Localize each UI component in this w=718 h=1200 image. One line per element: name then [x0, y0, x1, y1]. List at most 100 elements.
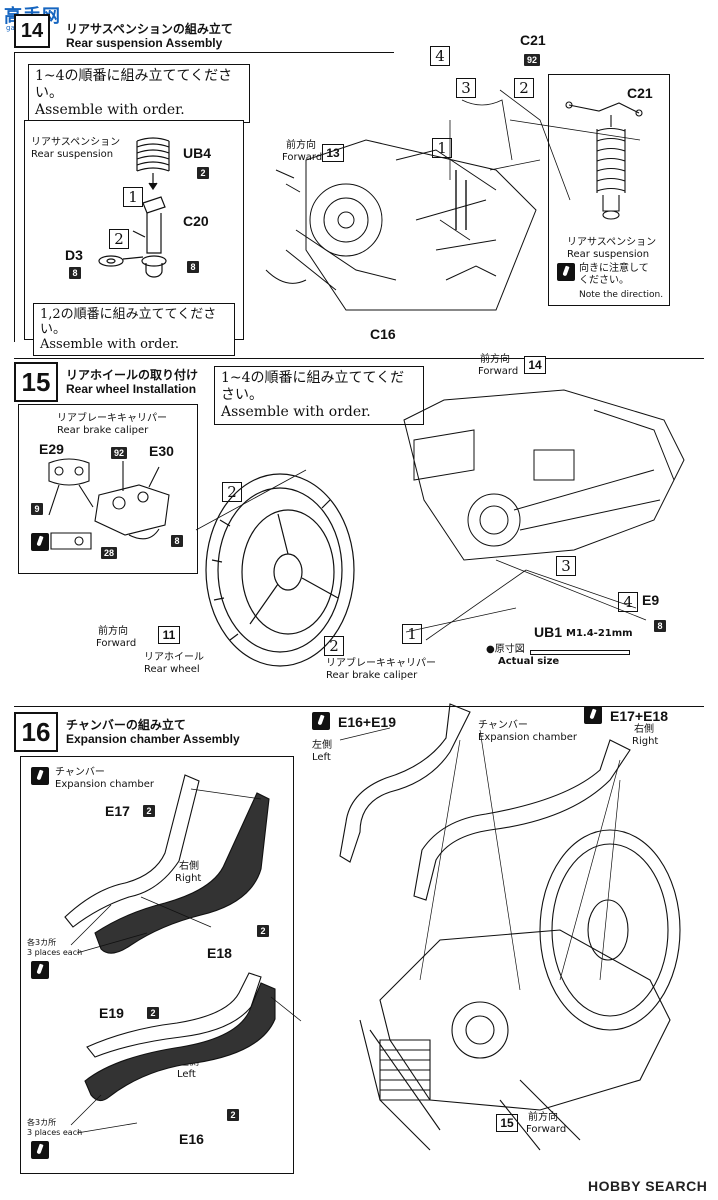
step14-frame-drawing	[265, 139, 537, 311]
step14-guide-lines	[439, 89, 641, 241]
chamber-title-en: Expansion chamber	[55, 779, 154, 790]
glue-icon	[31, 533, 49, 551]
step-number-1: 1	[432, 138, 452, 158]
step14-title-jp: リアサスペンションの組み立て	[66, 22, 233, 36]
badge-2: 2	[147, 1007, 159, 1019]
right-label-jp: 右側	[634, 724, 654, 735]
side-suspension-drawing	[565, 101, 643, 220]
caliper-parts-drawing	[48, 458, 170, 550]
step15-number: 15	[14, 362, 58, 402]
chamber-title-jp: チャンバー	[55, 767, 105, 778]
badge-92: 92	[524, 54, 540, 66]
badge-2: 2	[197, 167, 209, 179]
side-note-en: Note the direction.	[579, 290, 664, 300]
glue-icon	[31, 961, 49, 979]
step15-top-rule	[14, 358, 704, 359]
step14-number-box: 14	[14, 14, 50, 48]
part-e30: E30	[149, 443, 174, 459]
right-label-jp: 右側	[179, 861, 199, 872]
part-c16: C16	[370, 326, 396, 342]
step14-divider	[14, 52, 394, 53]
part-c21: C21	[520, 32, 546, 48]
side-title-jp: リアサスペンション	[567, 237, 657, 248]
part-d3: D3	[65, 247, 83, 263]
step14-sub-title-jp: リアサスペンション	[31, 137, 121, 148]
badge-2: 2	[227, 1109, 239, 1121]
chamber-sub-box: チャンバー Expansion chamber E17 2 右側 Right 2…	[20, 756, 302, 1174]
left-label-en: Left	[177, 1069, 196, 1080]
step15-title-en: Rear wheel Installation	[66, 382, 197, 396]
forward-label-en: Forward	[96, 638, 137, 649]
right-label-en: Right	[632, 736, 659, 747]
part-c21: C21	[627, 85, 653, 101]
part-e17-e18: E17+E18	[610, 708, 668, 724]
rear-wheel-drawing	[205, 473, 355, 667]
right-label-en: Right	[175, 873, 202, 884]
part-ub4: UB4	[183, 145, 212, 161]
places-label-jp: 各3カ所	[27, 938, 57, 947]
side-title-en: Rear suspension	[567, 249, 650, 260]
step14-sub-box: リアサスペンション Rear suspension UB4 2 1 2 C20 …	[24, 120, 244, 356]
step15-order-note-en: Assemble with order.	[221, 404, 371, 420]
badge-9: 9	[31, 503, 43, 515]
actual-size-jp: ●原寸図	[486, 644, 525, 655]
rear-suspension-parts-drawing	[98, 137, 170, 278]
step14-order-note: 1~4の順番に組み立ててください。 Assemble with order.	[28, 64, 250, 123]
step14-sub-note-jp: 1,2の順番に組み立ててください。	[40, 307, 217, 337]
step15-order-note-jp: 1~4の順番に組み立ててください。	[221, 370, 405, 403]
step14-sub-note-en: Assemble with order.	[40, 337, 180, 352]
ref-step-14: 14	[524, 356, 546, 374]
part-e29: E29	[39, 441, 64, 457]
badge-8: 8	[654, 620, 666, 632]
caliper-box: リアブレーキキャリパー Rear brake caliper E29 92 E3…	[18, 404, 198, 574]
badge-28: 28	[101, 547, 117, 559]
badge-2: 2	[143, 805, 155, 817]
step14-side-box: C21 リアサスペンション Rear suspension 向きに注意して くだ…	[548, 74, 670, 306]
step16-title-en: Expansion chamber Assembly	[66, 732, 240, 746]
part-e19: E19	[99, 1005, 124, 1021]
part-e16-e19: E16+E19	[338, 714, 396, 730]
step14-order-note-jp: 1~4の順番に組み立ててください。	[35, 68, 233, 101]
forward-label-jp: 前方向	[480, 354, 510, 365]
forward-label-en: Forward	[478, 366, 519, 377]
step16-title-jp: チャンバーの組み立て	[66, 718, 186, 732]
forward-label-jp: 前方向	[98, 626, 128, 637]
left-label-en: Left	[312, 752, 331, 763]
step-number-1: 1	[402, 624, 422, 644]
ref-step-15: 15	[496, 1114, 518, 1132]
caliper-title-jp: リアブレーキキャリパー	[57, 413, 167, 424]
wheel-label-jp: リアホイール	[144, 652, 204, 663]
watermark-hobbysearch: HOBBY SEARCH	[588, 1178, 708, 1194]
step-number-2: 2	[109, 229, 129, 249]
caliper-title-en: Rear brake caliper	[57, 425, 149, 436]
caution-icon	[557, 263, 575, 281]
places-label-jp: 各3カ所	[27, 1118, 57, 1127]
step16-top-rule	[14, 706, 704, 707]
forward-label-jp: 前方向	[528, 1112, 558, 1123]
chamber-label-jp: チャンバー	[478, 720, 528, 731]
glue-icon	[584, 706, 602, 724]
side-note-jp: 向きに注意して ください。	[579, 263, 649, 286]
step14-order-note-en: Assemble with order.	[35, 102, 185, 118]
actual-size-en: Actual size	[498, 656, 560, 667]
places-label-en: 3 places each	[27, 1128, 83, 1137]
part-ub1: UB1	[534, 624, 563, 640]
part-c20: C20	[183, 213, 209, 229]
badge-8: 8	[69, 267, 81, 279]
step15-frame-drawing	[403, 389, 685, 561]
step14-title-en: Rear suspension Assembly	[66, 36, 223, 50]
badge-8: 8	[171, 535, 183, 547]
step15-order-note: 1~4の順番に組み立ててください。 Assemble with order.	[214, 366, 424, 425]
part-e17: E17	[105, 803, 130, 819]
glue-icon	[312, 712, 330, 730]
badge-92: 92	[111, 447, 127, 459]
chamber-label-en: Expansion chamber	[478, 732, 577, 743]
left-label-jp: 左側	[312, 740, 332, 751]
step14-sub-note: 1,2の順番に組み立ててください。 Assemble with order.	[33, 303, 235, 356]
step-number-1: 1	[123, 187, 143, 207]
step16-number: 16	[14, 712, 58, 752]
actual-size-screw	[530, 650, 630, 655]
forward-label-en: Forward	[282, 152, 323, 163]
glue-icon	[31, 1141, 49, 1159]
ref-step-11: 11	[158, 626, 180, 644]
